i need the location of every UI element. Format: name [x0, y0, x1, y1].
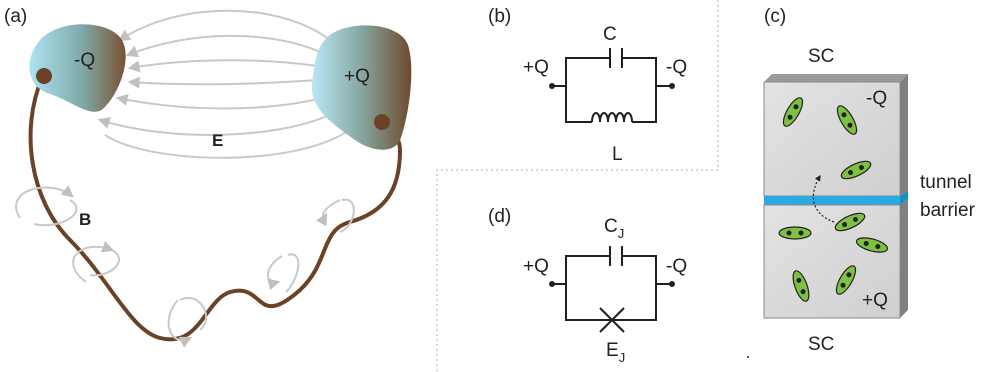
top-superconductor: [763, 74, 908, 197]
panel-b: (b) C +Q -Q L: [488, 6, 687, 165]
junction-ej-label: EJ: [606, 340, 625, 365]
top-charge-label: -Q: [866, 88, 887, 109]
bottom-superconductor: [763, 199, 908, 319]
panel-c: (c) SC SC -Q +Q tunnel barrier: [763, 6, 976, 355]
right-plate-charge: +Q: [344, 66, 370, 87]
inductor-l-label: L: [612, 144, 623, 165]
panel-b-label: (b): [488, 6, 511, 27]
cooper-pair: [855, 237, 889, 253]
right-terminal-dot-d: [669, 281, 675, 287]
barrier-label-line2: barrier: [920, 200, 976, 221]
electric-field-lines: [97, 9, 353, 159]
left-terminal-dot-b: [549, 83, 555, 89]
cooper-pair: [836, 105, 858, 135]
panel-a-label: (a): [4, 6, 27, 27]
tunneling-arrow: [812, 174, 835, 223]
right-terminal-dot-b: [669, 83, 675, 89]
panel-c-label: (c): [764, 6, 786, 27]
electric-field-label: E: [212, 131, 223, 150]
cooper-pair: [834, 212, 866, 232]
right-terminal-label-d: -Q: [666, 256, 687, 277]
bottom-charge-label: +Q: [862, 290, 888, 311]
stray-dot: [747, 356, 749, 358]
cooper-pair: [792, 270, 810, 302]
left-plate: [29, 24, 126, 112]
cooper-pair: [778, 226, 812, 240]
cooper-pair: [782, 97, 804, 127]
top-electrode-label: SC: [808, 46, 834, 67]
right-terminal-label-b: -Q: [666, 57, 687, 78]
left-terminal-label-b: +Q: [523, 57, 549, 78]
left-plate-charge: -Q: [74, 50, 95, 71]
cooper-pair: [840, 160, 872, 180]
right-plate: [311, 25, 412, 150]
capacitor-c-label: C: [603, 24, 617, 45]
bottom-electrode-label: SC: [808, 334, 834, 355]
inductor-wire: [28, 77, 403, 342]
left-terminal-label-d: +Q: [523, 256, 549, 277]
panel-d-label: (d): [488, 206, 511, 227]
cooper-pairs-bottom: [778, 212, 889, 302]
cooper-pairs-top: [782, 97, 872, 180]
panel-separators: [436, 0, 719, 372]
capacitor-cj-label: CJ: [604, 216, 624, 241]
left-plate-contact: [36, 68, 52, 84]
panel-a: (a) -Q +Q E B: [4, 6, 412, 348]
inductor-coil: [591, 112, 633, 123]
cooper-pair: [835, 265, 857, 295]
lc-circuit-wire: [565, 57, 657, 123]
magnetic-field-label: B: [79, 210, 91, 229]
panel-d: (d) CJ +Q -Q EJ: [488, 206, 749, 365]
magnetic-field-loops: [15, 185, 355, 348]
josephson-junction-cross: [599, 307, 625, 333]
tunnel-barrier: [764, 190, 908, 205]
barrier-label-line1: tunnel: [920, 172, 972, 193]
left-terminal-dot-d: [549, 281, 555, 287]
right-plate-contact: [374, 114, 390, 130]
